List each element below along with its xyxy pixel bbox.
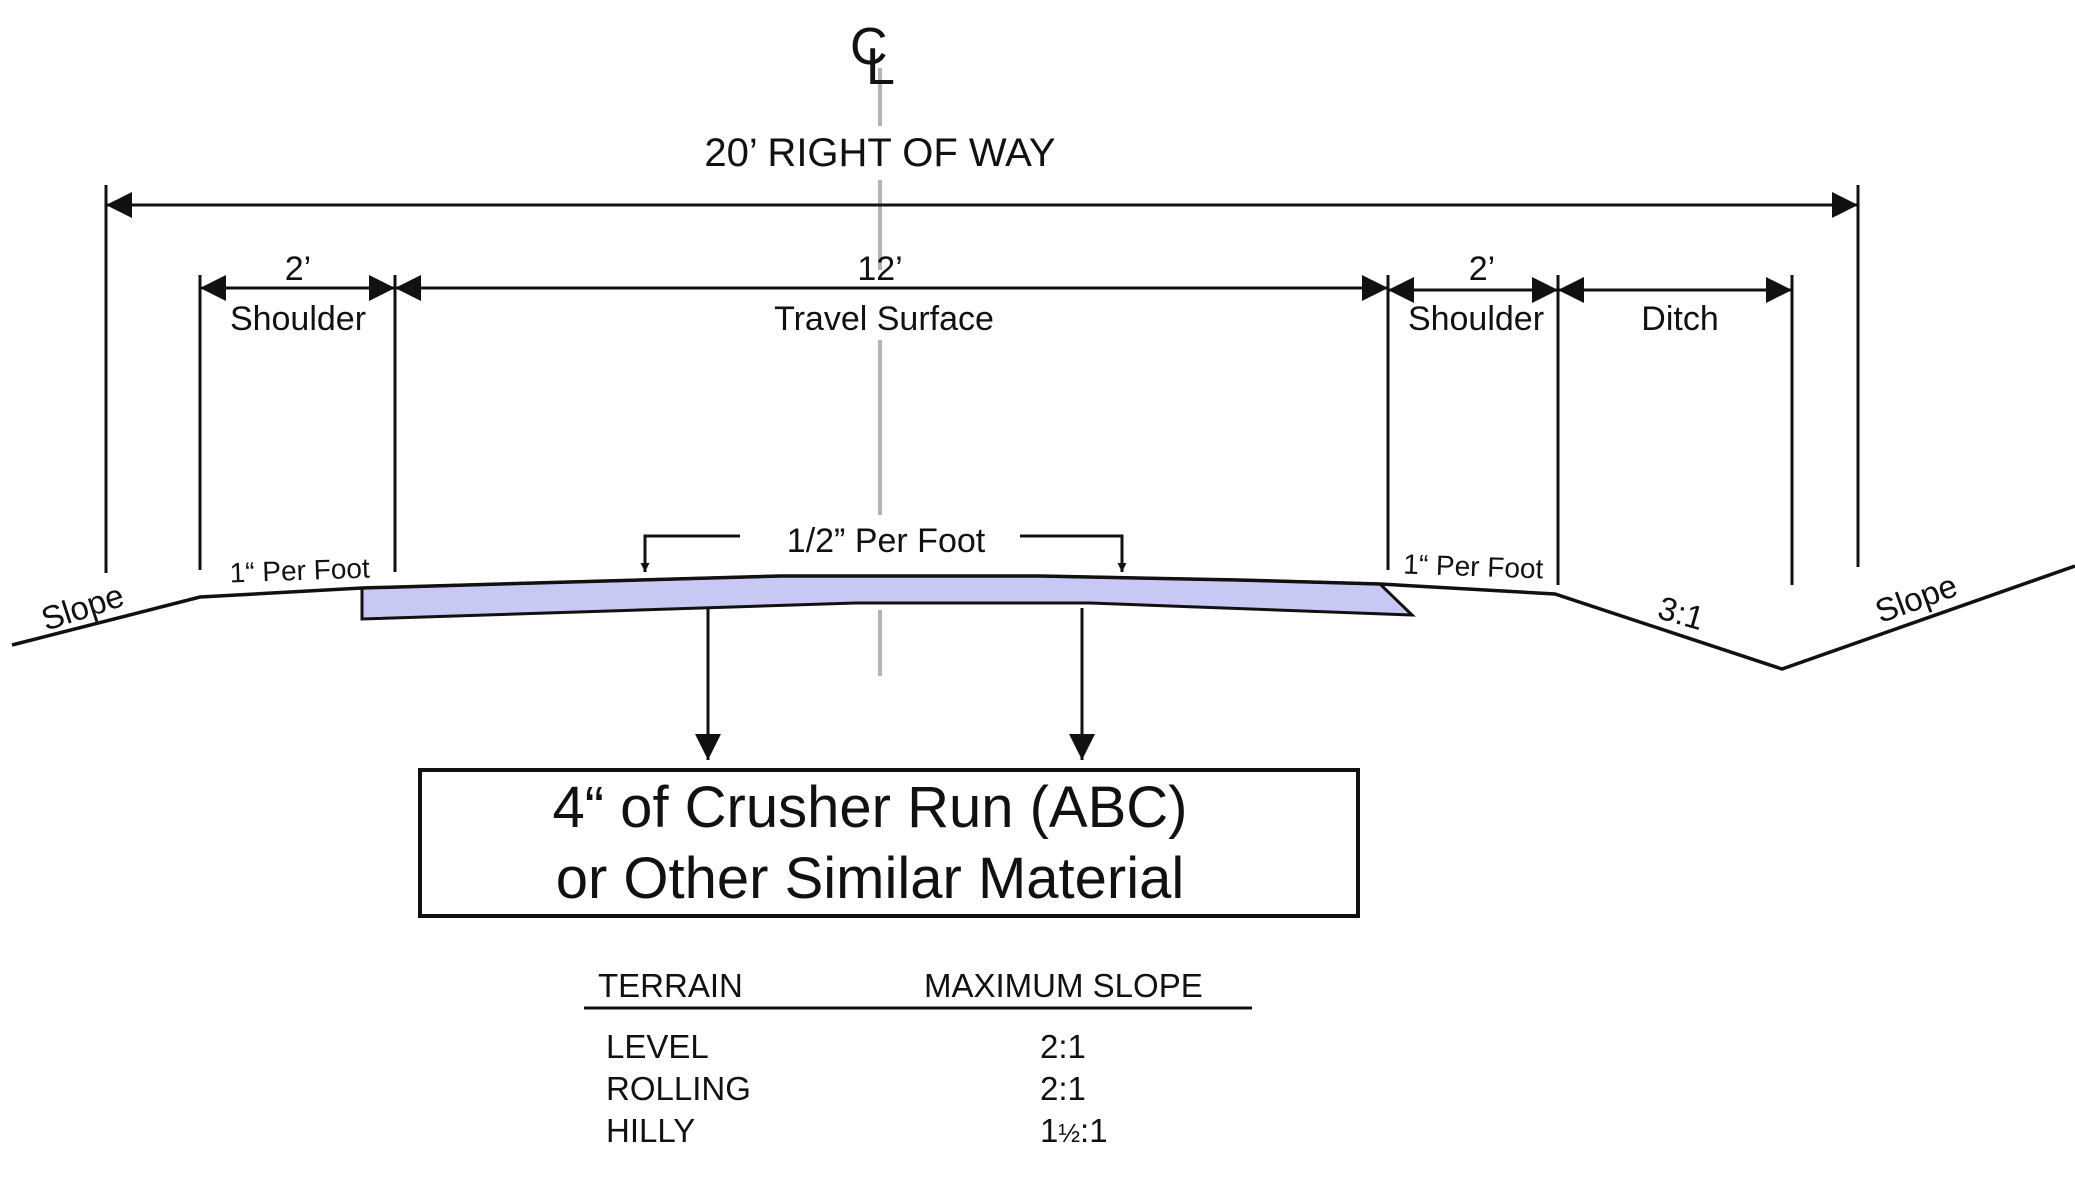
shoulder-right-label: Shoulder bbox=[1408, 300, 1544, 338]
crown-slope-label: 1/2” Per Foot bbox=[787, 522, 986, 560]
table-row: LEVEL 2:1 bbox=[606, 1028, 1086, 1065]
travel-surface-label: Travel Surface bbox=[774, 300, 994, 338]
segment-dimensions: 2’ Shoulder 12’ Travel Surface 2’ Should… bbox=[200, 250, 1792, 338]
table-cell-terrain: ROLLING bbox=[606, 1070, 751, 1107]
shoulder-right-value: 2’ bbox=[1469, 250, 1495, 288]
table-cell-slope-rest: :1 bbox=[1080, 1112, 1108, 1149]
table-row: ROLLING 2:1 bbox=[606, 1070, 1086, 1107]
table-cell-slope: 2:1 bbox=[1040, 1028, 1086, 1065]
table-cell-slope: 1½:1 bbox=[1040, 1112, 1108, 1149]
crown-arrow-right bbox=[1020, 534, 1127, 572]
crown-slope-indicator: 1/2” Per Foot bbox=[640, 522, 1127, 572]
shoulder-left-label: Shoulder bbox=[230, 300, 366, 338]
extension-lines bbox=[104, 185, 1860, 585]
max-slope-table: TERRAIN MAXIMUM SLOPE LEVEL 2:1 ROLLING … bbox=[584, 967, 1252, 1149]
table-header-terrain: TERRAIN bbox=[598, 967, 743, 1004]
material-callout-line-1: 4“ of Crusher Run (ABC) bbox=[553, 775, 1188, 840]
table-cell-terrain: HILLY bbox=[606, 1112, 695, 1149]
centerline-symbol: C L bbox=[850, 18, 895, 96]
table-header-max-slope: MAXIMUM SLOPE bbox=[924, 967, 1203, 1004]
table-cell-slope-whole: 1 bbox=[1040, 1112, 1058, 1149]
shoulder-left-grade-label: 1“ Per Foot bbox=[229, 553, 370, 589]
crown-arrow-left bbox=[640, 534, 740, 572]
ground-profile-line bbox=[11, 564, 2075, 671]
centerline-symbol-l: L bbox=[866, 38, 895, 96]
table-cell-slope: 2:1 bbox=[1040, 1070, 1086, 1107]
right-of-way-label: 20’ RIGHT OF WAY bbox=[704, 131, 1055, 175]
material-callout-box bbox=[418, 768, 1360, 918]
table-row: HILLY 1½:1 bbox=[606, 1112, 1108, 1149]
material-callout-line-2: or Other Similar Material bbox=[556, 846, 1184, 911]
right-of-way-label-bg bbox=[682, 126, 1070, 180]
shoulder-right-grade-label: 1“ Per Foot bbox=[1403, 549, 1544, 585]
centerline: C L bbox=[850, 18, 895, 676]
ditch-label: Ditch bbox=[1641, 300, 1718, 338]
shoulder-left-value: 2’ bbox=[285, 250, 311, 288]
centerline-symbol-c: C bbox=[850, 18, 888, 76]
travel-surface-value: 12’ bbox=[857, 250, 902, 288]
table-cell-slope-fraction: ½ bbox=[1058, 1118, 1080, 1148]
table-cell-terrain: LEVEL bbox=[606, 1028, 709, 1065]
